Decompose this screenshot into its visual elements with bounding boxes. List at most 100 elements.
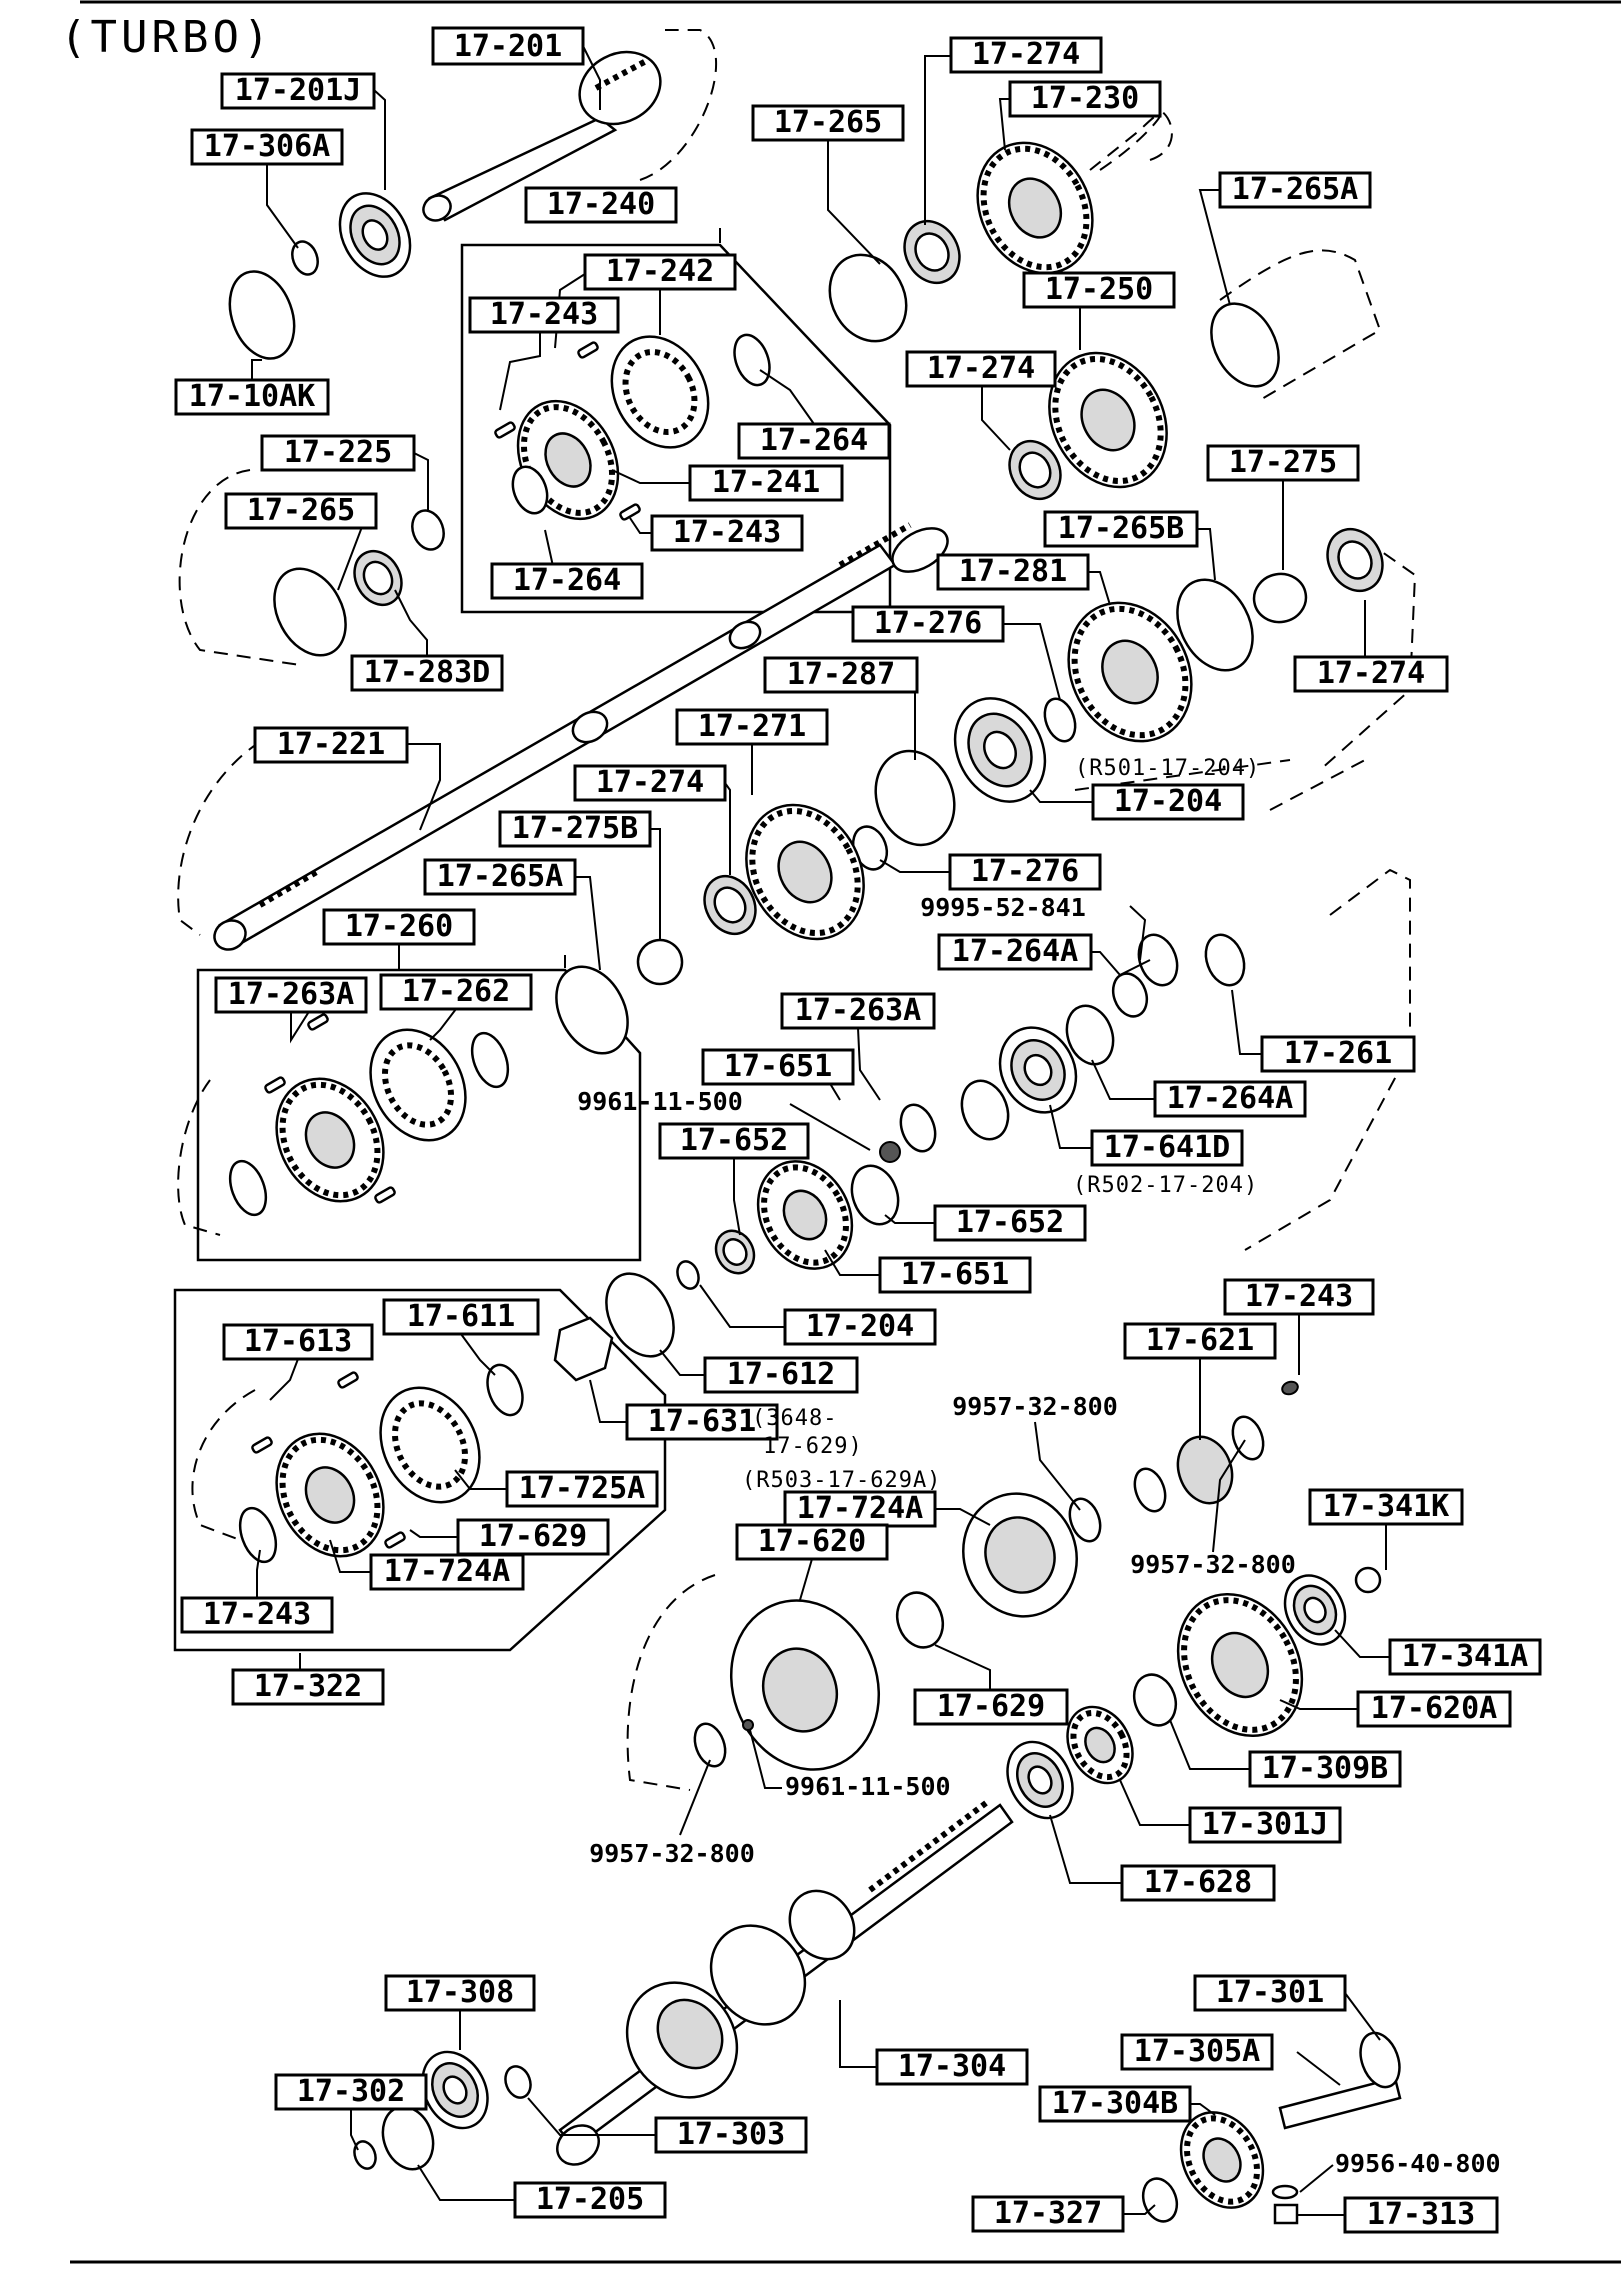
key-17-263A	[264, 1076, 286, 1094]
ball-bearing-17-205-bore	[442, 2075, 468, 2105]
synchronizer-ring-17-265A	[555, 965, 629, 1055]
part-number-label: 17-628	[1144, 1865, 1252, 1900]
callout-box-17-327	[971, 2195, 1125, 2233]
reverse-idler-gear-17-310-teeth	[1183, 2115, 1261, 2205]
main-shaft-end	[213, 919, 247, 951]
countershaft-gear	[788, 1889, 856, 1961]
part-number-label: 17-341A	[1402, 1639, 1528, 1674]
synchronizer-17-240-group-outline	[460, 243, 892, 614]
callout-box-17-620	[735, 1523, 889, 1561]
leader-line	[373, 89, 386, 190]
leader-line	[454, 1469, 507, 1490]
sleeve-splines	[391, 1400, 469, 1490]
reference-note: (3648-	[752, 1406, 837, 1431]
part-number-label: 17-201J	[235, 73, 361, 108]
callout-box-17-308	[384, 1974, 536, 2012]
gear-17-308-teeth	[1181, 1597, 1299, 1733]
main-shaft-splines	[258, 867, 322, 908]
leader-line	[256, 1549, 261, 1598]
part-number-label: 17-725A	[519, 1471, 645, 1506]
nut-17-309B	[1354, 1566, 1382, 1594]
callout-box-17-304B	[1038, 2085, 1192, 2123]
callout-box-17-274	[905, 350, 1057, 388]
dashed-outline	[1319, 539, 1417, 771]
callout-box-17-283D	[350, 654, 504, 692]
needle-bearing-17-283D-bore	[362, 560, 394, 596]
leader-line	[1003, 623, 1061, 701]
snap-ring-17-225	[411, 509, 445, 551]
free-part-number-label: 9961-11-500	[785, 1772, 951, 1801]
countershaft-splines	[868, 1797, 992, 1893]
leader-line	[409, 1529, 458, 1538]
part-number-label: 17-281	[959, 554, 1067, 589]
sleeve-splines	[622, 348, 698, 436]
synchronizer-hub-17-261-hub	[304, 1111, 356, 1169]
callout-box-17-221	[253, 726, 409, 764]
callout-box-17-613	[222, 1323, 374, 1361]
part-number-label: 17-271	[698, 709, 806, 744]
part-number-label: 17-308	[406, 1975, 514, 2010]
part-number-label: 17-629	[937, 1689, 1045, 1724]
part-number-label: 17-265	[774, 105, 882, 140]
dashed-outline	[178, 469, 301, 666]
callout-box-17-264	[490, 562, 644, 600]
leader-line	[582, 45, 601, 110]
callout-box-17-641D	[1090, 1129, 1244, 1167]
key-17-243	[251, 1436, 273, 1454]
leader-line	[575, 876, 601, 971]
spacer-17-304B	[504, 2065, 532, 2099]
synchronizer-sleeve-17-262	[369, 1028, 467, 1142]
part-number-label: 17-265	[247, 493, 355, 528]
leader-line	[499, 332, 541, 411]
part-number-label: 17-304B	[1052, 2086, 1178, 2121]
leader-line	[857, 1027, 881, 1101]
part-number-label: 17-287	[787, 657, 895, 692]
lock-nut-17-629	[553, 1316, 614, 1382]
leader-line	[934, 1644, 991, 1690]
sleeve-splines	[381, 1042, 455, 1128]
callout-box-17-265B	[1043, 510, 1199, 548]
callout-box-17-243	[1223, 1278, 1375, 1316]
diagram-art	[173, 29, 1417, 2225]
leader-line	[699, 1284, 785, 1328]
needle-bearing-17-612-bore	[722, 1238, 748, 1266]
leader-line	[1049, 1814, 1122, 1884]
dashed-outline	[1089, 112, 1162, 171]
callout-box-17-243	[468, 296, 620, 334]
free-part-number-label: 9956-40-800	[1335, 2149, 1501, 2178]
callout-box-17-629	[913, 1688, 1069, 1726]
leader-line	[1169, 1719, 1250, 1770]
leader-line	[611, 469, 690, 484]
callout-box-17-301J	[1188, 1806, 1342, 1844]
synchronizer-ring-17-265	[828, 253, 908, 343]
leader-line	[839, 2000, 877, 2068]
snap-ring-9957-32-800	[1068, 1497, 1102, 1543]
ball-bearing-17-204-bore	[983, 730, 1017, 770]
part-number-label: 17-276	[874, 606, 982, 641]
main-shaft-splines	[838, 522, 912, 568]
bolt-17-323	[1273, 2203, 1299, 2225]
leader-line	[1197, 528, 1216, 581]
callout-box-17-10AK	[174, 378, 330, 416]
gear-17-230-hub	[1007, 177, 1063, 239]
gear-17-611-hub	[782, 1189, 828, 1241]
bushing-17-275	[1252, 572, 1308, 624]
callout-box-17-304	[875, 2048, 1029, 2086]
leader-line	[1119, 1779, 1190, 1826]
spring-17-724A	[238, 1506, 278, 1564]
gear-17-271-hub	[777, 840, 833, 904]
part-number-label: 17-611	[407, 1299, 515, 1334]
free-part-number-label: 9961-11-500	[577, 1087, 743, 1116]
thrust-washer-17-313	[1359, 2031, 1401, 2089]
main-shaft-spline-end	[891, 527, 949, 573]
part-number-label: 17-302	[297, 2074, 405, 2109]
callout-box-17-303	[654, 2116, 808, 2154]
leader-line	[350, 2109, 359, 2151]
callout-box-17-322	[231, 1668, 385, 1706]
callout-box-17-204	[1091, 783, 1245, 821]
free-part-number-label: 9957-32-800	[952, 1392, 1118, 1421]
callout-box-17-274	[949, 36, 1103, 74]
callout-box-17-261	[1260, 1035, 1416, 1073]
leader-line	[527, 2097, 656, 2136]
leader-line	[251, 359, 262, 380]
